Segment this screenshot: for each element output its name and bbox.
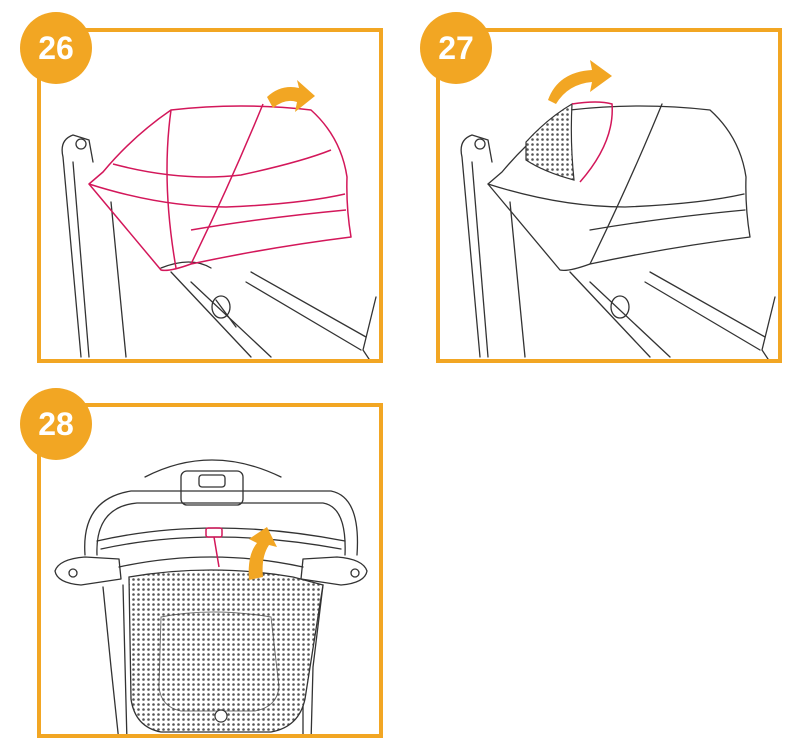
step-27-panel bbox=[436, 28, 782, 363]
step-number-badge: 26 bbox=[20, 12, 92, 84]
step-28-panel bbox=[37, 403, 383, 738]
step-number-badge: 27 bbox=[420, 12, 492, 84]
mesh-panel bbox=[128, 569, 324, 733]
arrow-right-icon bbox=[548, 60, 612, 104]
canopy-mesh-window-illustration bbox=[460, 60, 776, 359]
step-number-badge: 28 bbox=[20, 388, 92, 460]
arrow-right-icon bbox=[267, 80, 315, 112]
step-26-panel bbox=[37, 28, 383, 363]
canopy-extend-illustration bbox=[61, 80, 377, 359]
mesh-panel-illustration bbox=[54, 459, 368, 734]
arrow-up-icon bbox=[248, 527, 277, 580]
